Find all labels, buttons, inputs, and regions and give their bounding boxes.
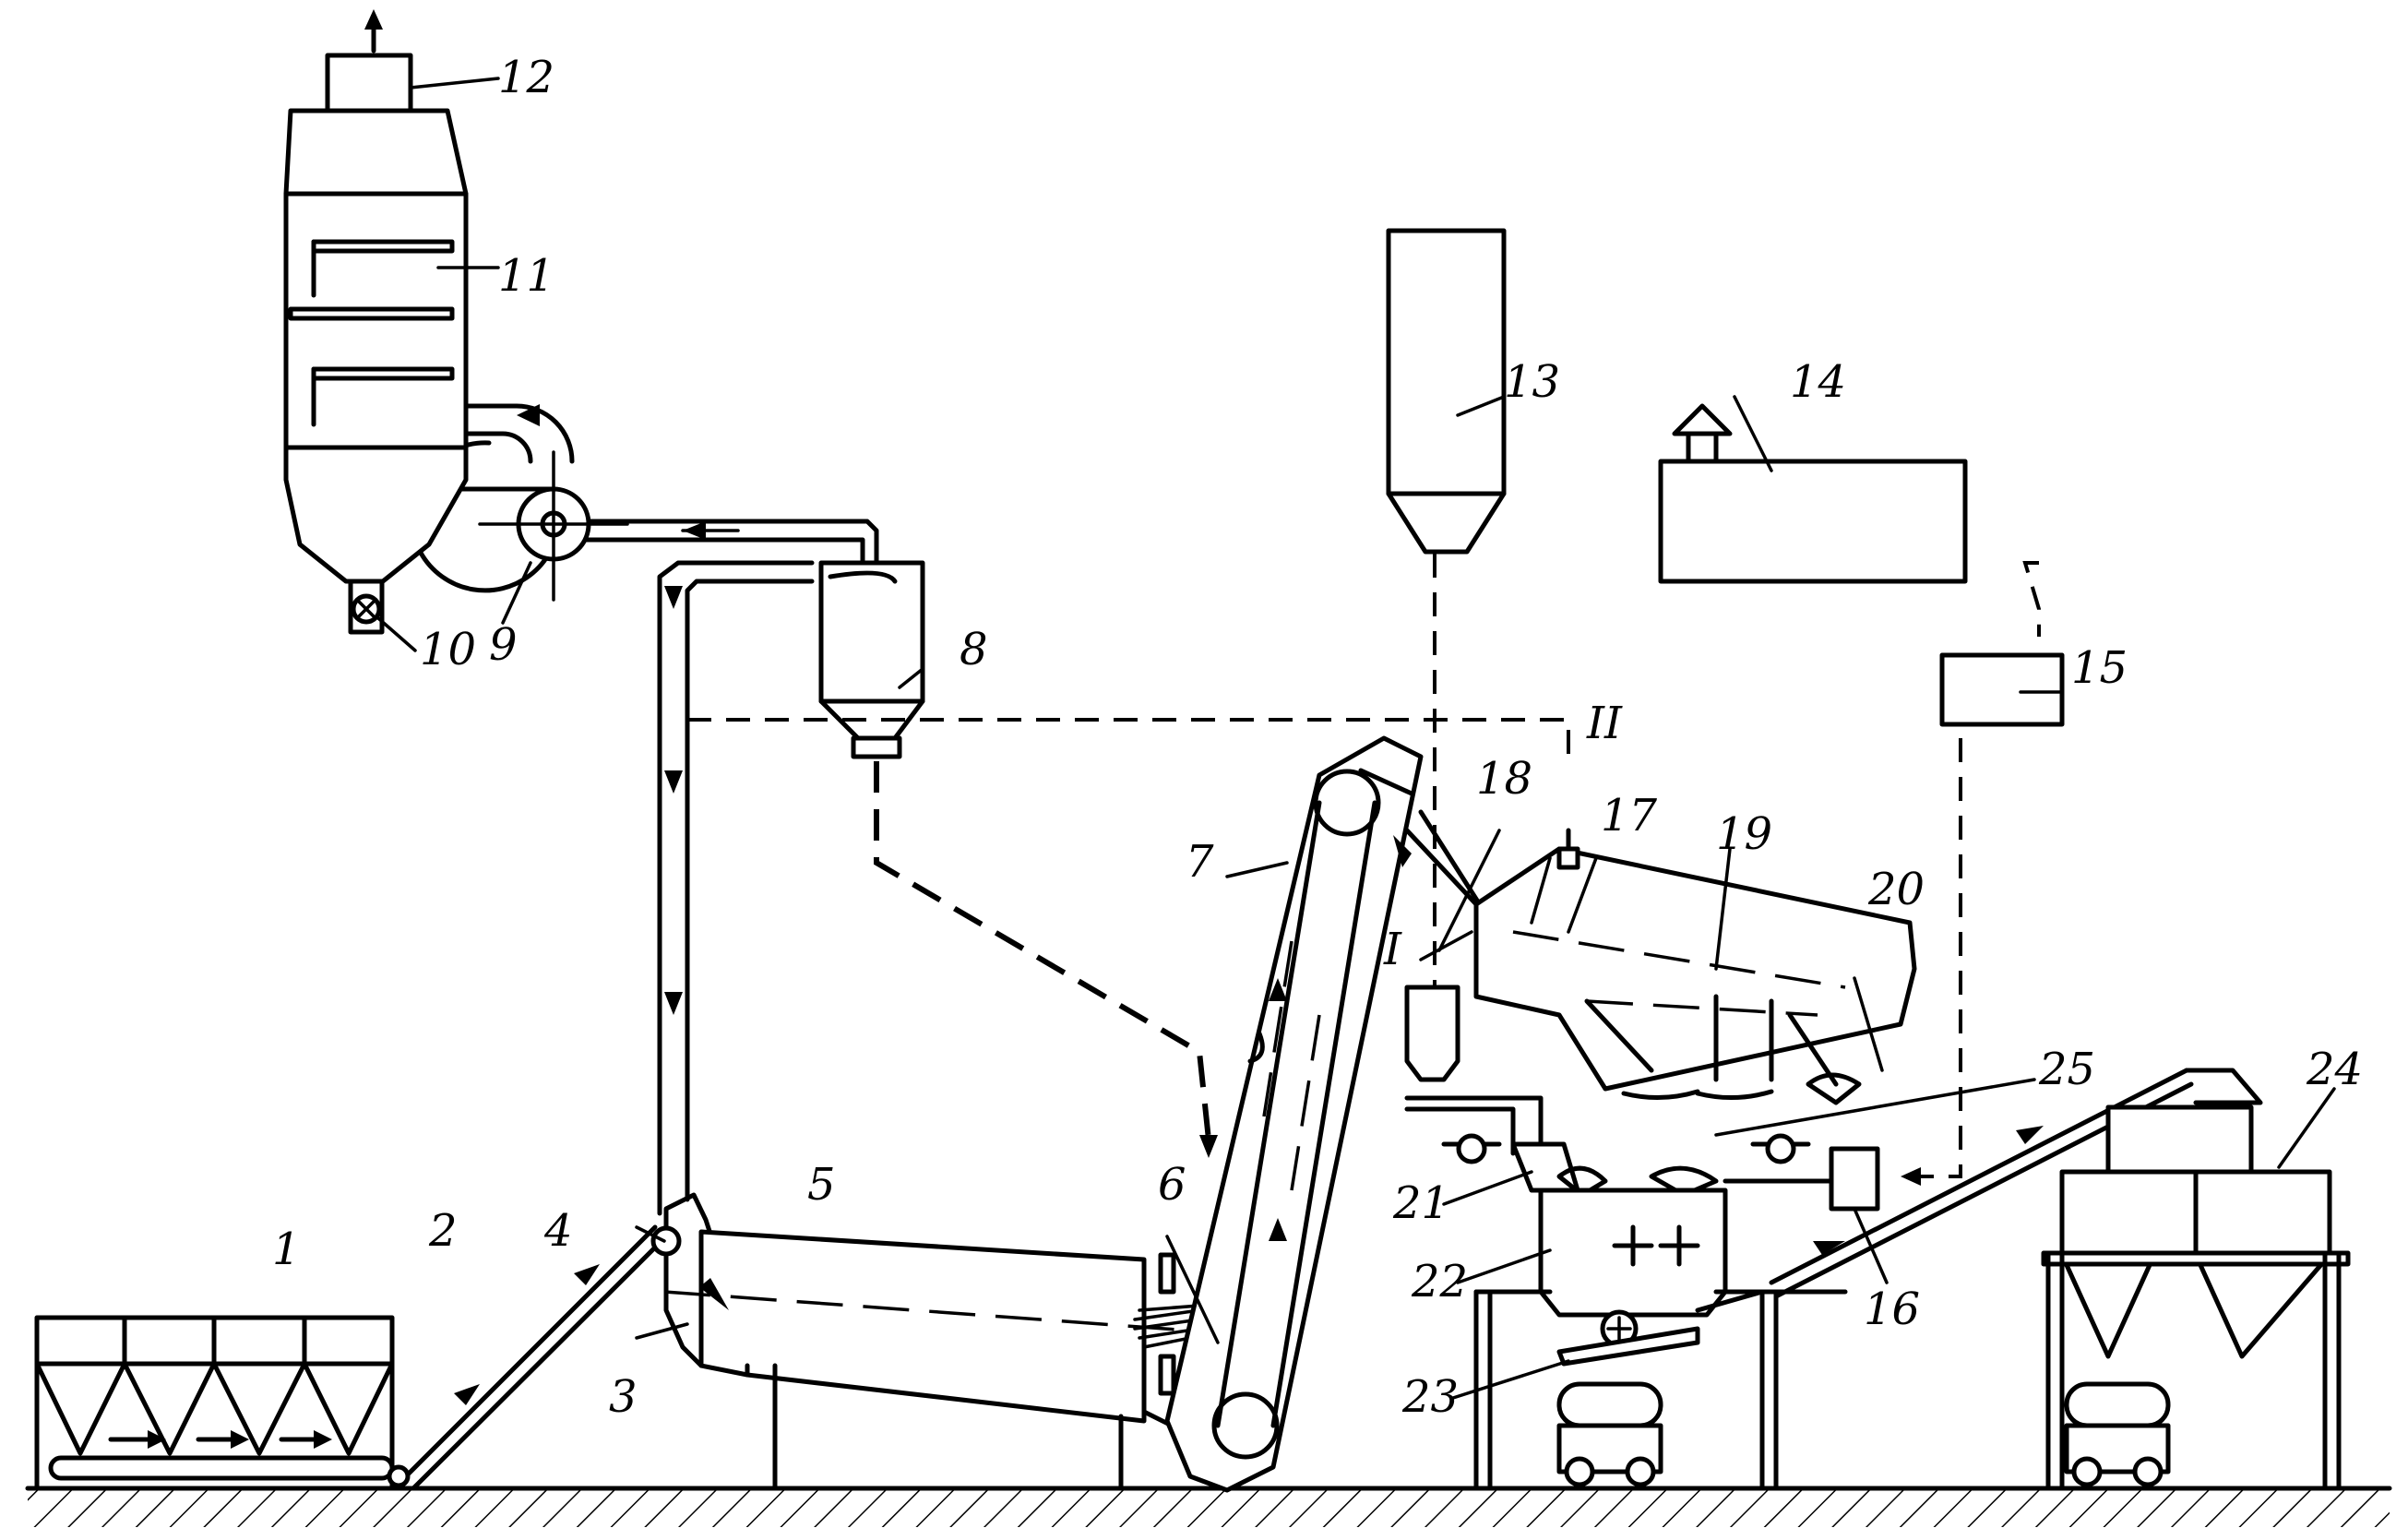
labels: 1 2 3 4 5 6 7 8 9 10 11 12 13 14 15 16 1…: [272, 52, 2363, 1423]
ground: [25, 1486, 2392, 1527]
label-25: 25: [2038, 1044, 2095, 1095]
label-11: 11: [498, 250, 554, 302]
tank: [1658, 403, 1968, 584]
label-23: 23: [1401, 1371, 1459, 1423]
feed-bins: [34, 1315, 395, 1491]
dashed-flows: [687, 554, 2041, 1186]
label-13: 13: [1504, 356, 1560, 408]
label-7: 7: [1186, 836, 1214, 888]
label-24: 24: [2306, 1044, 2363, 1095]
feed-hopper: [1404, 985, 1460, 1082]
label-12: 12: [498, 52, 554, 103]
feed-conveyor: [387, 1224, 669, 1491]
label-10: 10: [420, 624, 476, 675]
label-22: 22: [1411, 1256, 1468, 1307]
label-1: 1: [272, 1224, 301, 1275]
label-18: 18: [1476, 753, 1532, 805]
label-4: 4: [543, 1205, 573, 1257]
label-2: 2: [428, 1205, 458, 1257]
label-19: 19: [1716, 808, 1772, 860]
truck-1: [1556, 1381, 1663, 1487]
air-duct: [555, 519, 879, 1216]
label-15: 15: [2071, 642, 2128, 694]
drum-dryer: [650, 1192, 1228, 1491]
truck-2: [2064, 1381, 2171, 1487]
label-roman-1: I: [1383, 924, 1402, 975]
label-3: 3: [609, 1371, 638, 1423]
label-6: 6: [1158, 1159, 1186, 1211]
screen-unit: [1404, 828, 1917, 1105]
label-21: 21: [1392, 1177, 1449, 1229]
control-box: [1723, 1146, 1880, 1212]
silo: [1386, 228, 1507, 555]
leader-lines: [376, 77, 2336, 1400]
bucket-elevator: [1164, 735, 1488, 1493]
label-5: 5: [807, 1159, 836, 1211]
label-16: 16: [1864, 1283, 1920, 1335]
label-8: 8: [960, 624, 988, 675]
cyclone: [818, 560, 925, 759]
label-20: 20: [1867, 864, 1925, 915]
label-roman-2: II: [1586, 698, 1623, 749]
label-17: 17: [1601, 790, 1658, 842]
label-9: 9: [489, 619, 518, 671]
dosing-unit: [1939, 652, 2065, 727]
label-14: 14: [1790, 356, 1846, 408]
scrubber: [283, 9, 575, 635]
storage-bins: [2041, 1104, 2351, 1491]
